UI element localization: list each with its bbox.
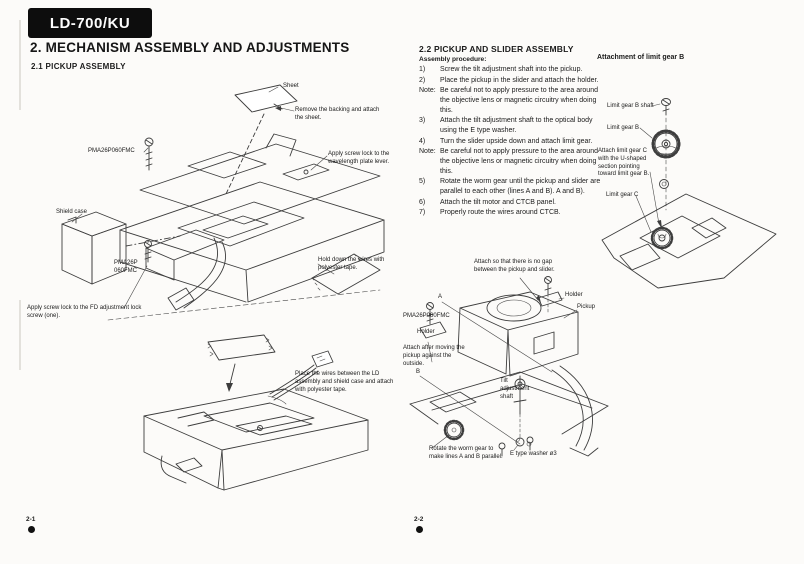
step-text: Rotate the worm gear until the pickup an…	[440, 178, 601, 195]
assembly-step: 4) Turn the slider upside down and attach…	[419, 137, 607, 147]
scan-artifact	[19, 20, 21, 110]
assembly-step: 2) Place the pickup in the slider and att…	[419, 76, 607, 86]
page-title: 2. MECHANISM ASSEMBLY AND ADJUSTMENTS	[30, 40, 350, 55]
step-text: Attach the tilt motor and CTCB panel.	[440, 198, 556, 206]
page-number-left: 2-1	[26, 516, 36, 523]
label-fd-lock: Apply screw lock to the FD adjustment lo…	[27, 305, 142, 319]
pickup-exploded-diagram	[61, 84, 385, 321]
label-no-gap: Attach so that there is no gap between t…	[474, 259, 555, 273]
label-sheet: Sheet	[283, 83, 299, 89]
label-tilt-shaft: Tilt adjustment shaft	[500, 378, 530, 400]
step-number: 2)	[419, 76, 426, 84]
page-number-right: 2-2	[414, 516, 424, 523]
label-pickup: Pickup	[577, 304, 596, 310]
model-badge: LD-700/KU	[28, 8, 152, 38]
assembly-step: Note: Be careful not to apply pressure to…	[419, 86, 607, 115]
label-screw-slider: PMA26P060FMC	[403, 313, 450, 319]
label-gear-b-shaft: Limit gear B shaft	[607, 103, 654, 109]
scan-artifact	[19, 300, 21, 370]
step-number: Note:	[419, 87, 436, 95]
step-text: Be careful not to apply pressure to the …	[440, 87, 598, 114]
assembly-steps: 1) Screw the tilt adjustment shaft into t…	[419, 65, 607, 219]
label-screw-mid: PMA26P 060FMC	[114, 260, 138, 274]
label-remove-backing: Remove the backing and attach the sheet.	[295, 107, 380, 121]
pickup-slider-diagram	[409, 276, 609, 457]
label-attach-outside: Attach after moving the pickup against t…	[403, 345, 465, 367]
assembly-step: 6) Attach the tilt motor and CTCB panel.	[419, 198, 607, 208]
label-line-b: B	[416, 369, 421, 375]
step-text: Place the pickup in the slider and attac…	[440, 76, 599, 84]
model-badge-label: LD-700/KU	[49, 14, 131, 32]
label-shield-case: Shield case	[56, 209, 88, 215]
label-wavelength-lock: Apply screw lock to the wavelength plate…	[328, 151, 390, 165]
step-text: Attach the tilt adjustment shaft to the …	[440, 117, 593, 134]
label-hold-wires: Hold down the wires with polyester tape.	[318, 257, 385, 271]
step-text: Be careful not to apply pressure to the …	[440, 148, 598, 175]
label-holder-left: Holder	[417, 329, 435, 335]
step-number: 1)	[419, 66, 426, 73]
label-gear-c: Limit gear C	[606, 192, 639, 198]
page-number-right-dot	[416, 526, 423, 533]
limit-gear-heading: Attachment of limit gear B	[597, 54, 685, 61]
label-line-a: A	[438, 294, 443, 300]
step-number: 5)	[419, 178, 426, 186]
assembly-step: 5) Rotate the worm gear until the pickup …	[419, 177, 607, 196]
step-number: 6)	[419, 198, 426, 206]
label-rotate-worm: Rotate the worm gear to make lines A and…	[429, 446, 503, 460]
page-number-left-dot	[28, 526, 35, 533]
step-text: Turn the slider upside down and attach l…	[440, 137, 593, 145]
slider-bottom-diagram	[143, 334, 369, 491]
section-2-2-title: 2.2 PICKUP AND SLIDER ASSEMBLY	[419, 44, 574, 54]
label-e-washer: E type washer ø3	[510, 451, 557, 457]
step-number: 7)	[419, 209, 426, 217]
label-attach-gear-c: Attach limit gear C with the U-shaped se…	[598, 148, 650, 178]
step-number: 3)	[419, 117, 426, 125]
assembly-procedure-label: Assembly procedure:	[419, 56, 487, 63]
step-text: Screw the tilt adjustment shaft into the…	[440, 66, 583, 73]
step-number: Note:	[419, 148, 436, 156]
section-2-1-title: 2.1 PICKUP ASSEMBLY	[31, 62, 126, 71]
assembly-step: Note: Be careful not to apply pressure to…	[419, 147, 607, 176]
assembly-step: 1) Screw the tilt adjustment shaft into t…	[419, 65, 607, 75]
label-place-wires: Place the wires between the LD assembly …	[295, 371, 394, 393]
assembly-step: 3) Attach the tilt adjustment shaft to th…	[419, 116, 607, 135]
step-text: Properly route the wires around CTCB.	[440, 209, 561, 217]
step-number: 4)	[419, 137, 426, 145]
label-holder-right: Holder	[565, 292, 583, 298]
limit-gear-diagram	[601, 98, 777, 289]
label-gear-b: Limit gear B	[607, 125, 640, 131]
assembly-step: 7) Properly route the wires around CTCB.	[419, 208, 607, 218]
label-screw-top: PMA26P060FMC	[88, 148, 135, 154]
